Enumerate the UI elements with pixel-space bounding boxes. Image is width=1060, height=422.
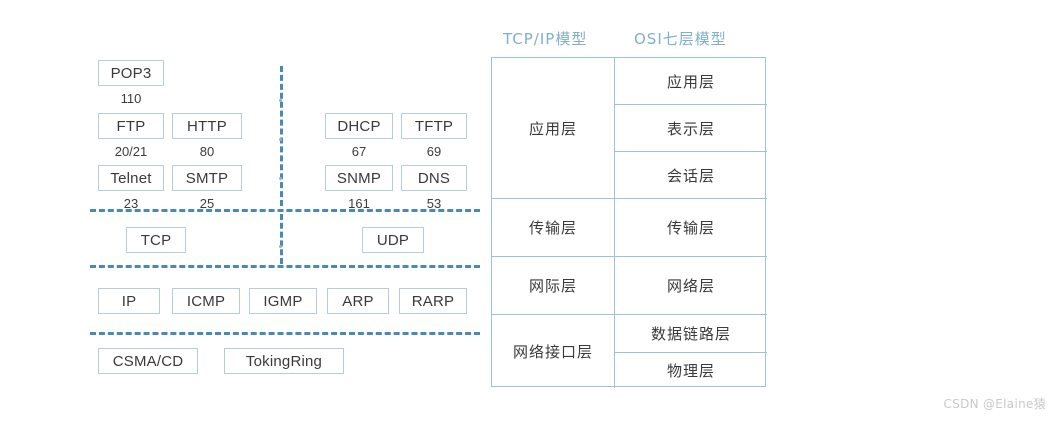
protocol-port-tftp: 69 [426,144,442,159]
divider-internet-netinterface [90,332,480,335]
divider-vertical-dot [279,99,282,102]
divider-vertical-dot [279,138,282,141]
tcpip-layer-application: 应用层 [492,58,615,199]
protocol-box-telnet: Telnet [98,165,164,191]
divider-vertical-dot [279,177,282,180]
protocol-box-dns: DNS [401,165,467,191]
tcpip-layer-internet: 网际层 [492,257,615,315]
column-header-tcpip: TCP/IP模型 [503,30,588,48]
osi-layer-network: 网络层 [615,257,767,315]
protocol-box-dhcp: DHCP [325,113,393,139]
osi-layer-physical: 物理层 [666,362,715,380]
osi-layer-datalink: 数据链路层 [615,315,767,353]
tcpip-layer-transport: 传输层 [492,199,615,257]
osi-layer-presentation: 表示层 [615,105,767,152]
protocol-box-udp: UDP [362,227,424,253]
protocol-box-snmp: SNMP [325,165,393,191]
divider-application-transport [90,209,480,212]
divider-vertical-transport [280,214,283,264]
protocol-port-http: 80 [199,144,215,159]
protocol-box-tcp: TCP [126,227,186,253]
layer-model-table: 应用层 应用层 表示层 会话层 传输层 传输层 网际层 网络层 网络接口层 数据… [491,57,767,388]
column-header-osi: OSI七层模型 [634,30,727,48]
divider-vertical-dot [279,245,282,248]
osi-layer-application: 应用层 [615,58,767,105]
tcpip-layer-network-interface: 网络接口层 [492,315,615,388]
protocol-port-ftp: 20/21 [114,144,148,159]
divider-vertical-tcp-udp [280,66,283,206]
protocol-port-pop3: 110 [120,91,142,106]
protocol-box-pop3: POP3 [98,60,164,86]
protocol-box-smtp: SMTP [172,165,242,191]
protocol-box-tftp: TFTP [401,113,467,139]
watermark-text: CSDN @Elaine猿 [943,397,1046,411]
protocol-box-rarp: RARP [399,288,467,314]
protocol-box-ip: IP [98,288,160,314]
protocol-port-dns: 53 [426,196,442,211]
protocol-box-http: HTTP [172,113,242,139]
protocol-port-smtp: 25 [199,196,215,211]
divider-transport-internet [90,265,480,268]
protocol-box-arp: ARP [327,288,389,314]
protocol-port-telnet: 23 [123,196,139,211]
osi-layer-transport: 传输层 [615,199,767,257]
protocol-port-snmp: 161 [348,196,370,211]
protocol-port-dhcp: 67 [351,144,367,159]
protocol-box-ftp: FTP [98,113,164,139]
protocol-box-csma-cd: CSMA/CD [98,348,198,374]
protocol-box-icmp: ICMP [172,288,240,314]
protocol-box-igmp: IGMP [249,288,317,314]
protocol-box-tokingring: TokingRing [224,348,344,374]
osi-layer-session: 会话层 [615,152,767,199]
